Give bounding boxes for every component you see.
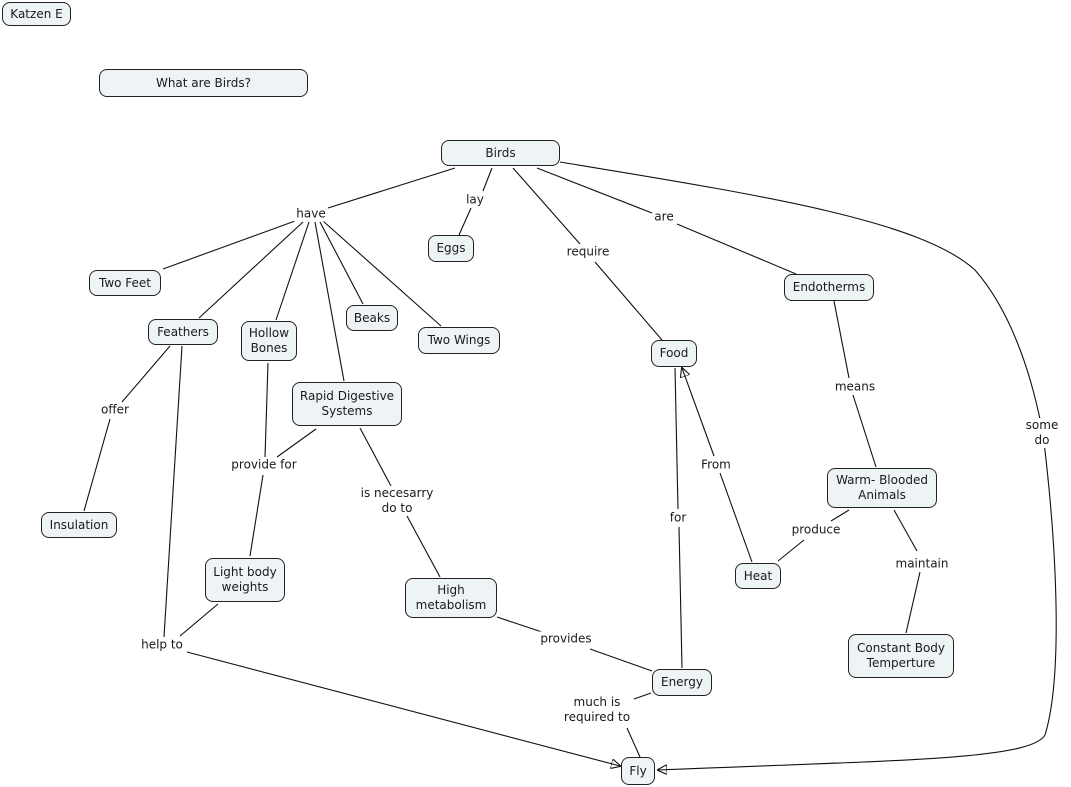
link-produce: produce — [789, 522, 843, 538]
line-means-warm — [852, 394, 877, 468]
link-are: are — [652, 209, 676, 225]
concept-food[interactable]: Food — [651, 340, 697, 367]
line-birds-lay — [482, 167, 493, 192]
concept-endotherms[interactable]: Endotherms — [784, 274, 874, 301]
concept-insulation[interactable]: Insulation — [41, 512, 117, 538]
link-have: have — [294, 206, 328, 222]
line-energy-for — [678, 526, 683, 669]
concept-warm-blooded[interactable]: Warm- Blooded Animals — [827, 468, 937, 508]
link-require: require — [564, 244, 612, 260]
line-birds-require — [512, 167, 581, 245]
line-have-feathers — [198, 221, 304, 319]
concept-eggs[interactable]: Eggs — [428, 235, 474, 262]
line-from-food — [682, 368, 715, 457]
map-title[interactable]: What are Birds? — [99, 69, 308, 97]
line-heat-from — [719, 472, 753, 563]
link-maintain: maintain — [893, 556, 951, 572]
link-is-necessary: is necesarry do to — [358, 486, 436, 516]
line-birds-are — [536, 167, 653, 214]
concept-feathers[interactable]: Feathers — [148, 319, 218, 345]
link-provides: provides — [538, 631, 594, 647]
line-produce-heat — [777, 539, 805, 562]
line-have-twofeet — [162, 220, 296, 270]
line-hollow-providefor — [264, 362, 269, 458]
concept-constant-body-temperature[interactable]: Constant Body Temperture — [848, 634, 954, 678]
line-require-food — [594, 261, 663, 341]
line-have-rapid — [314, 221, 345, 382]
concept-rapid-digestive[interactable]: Rapid Digestive Systems — [292, 382, 402, 426]
link-lay: lay — [464, 192, 486, 208]
link-help-to: help to — [139, 637, 185, 653]
concept-light-body-weights[interactable]: Light body weights — [205, 558, 285, 602]
line-helpto-fly — [186, 651, 620, 766]
line-rapid-providefor — [276, 428, 317, 458]
line-required-fly — [626, 727, 641, 758]
concept-birds[interactable]: Birds — [441, 140, 560, 166]
line-lay-eggs — [458, 207, 472, 236]
line-warm-produce — [830, 509, 850, 522]
link-offer: offer — [99, 402, 131, 418]
line-necessary-metabolism — [406, 515, 441, 578]
concept-high-metabolism[interactable]: High metabolism — [405, 578, 497, 618]
line-have-hollow — [275, 221, 310, 321]
line-offer-insulation — [83, 418, 111, 512]
concept-two-wings[interactable]: Two Wings — [418, 327, 500, 354]
concept-fly[interactable]: Fly — [621, 757, 655, 785]
line-provides-energy — [589, 648, 653, 672]
concept-heat[interactable]: Heat — [735, 563, 781, 589]
line-providefor-light — [249, 474, 264, 557]
link-provide-for: provide for — [229, 457, 299, 473]
line-warm-maintain — [893, 509, 918, 552]
author-box[interactable]: Katzen E — [2, 2, 71, 26]
line-energy-required — [633, 692, 652, 700]
line-metabolism-provides — [496, 616, 543, 633]
line-endotherms-means — [833, 300, 850, 379]
line-feathers-offer — [121, 345, 171, 403]
line-are-endotherms — [676, 223, 797, 275]
line-rapid-necessary — [359, 427, 392, 487]
line-feathers-helpto — [163, 345, 183, 638]
link-for: for — [667, 510, 689, 526]
link-much-is-required: much is required to — [561, 695, 633, 725]
link-some-do: some do — [1023, 418, 1061, 448]
line-have-beaks — [319, 221, 364, 305]
link-means: means — [832, 379, 878, 395]
line-for-food — [674, 367, 679, 510]
line-light-helpto — [179, 603, 219, 637]
concept-hollow-bones[interactable]: Hollow Bones — [241, 321, 297, 361]
concept-energy[interactable]: Energy — [652, 669, 712, 696]
line-have-wings — [322, 220, 442, 327]
concept-beaks[interactable]: Beaks — [346, 305, 398, 331]
line-birds-somedo — [559, 161, 1042, 425]
concept-two-feet[interactable]: Two Feet — [89, 270, 161, 296]
line-birds-have — [327, 167, 456, 209]
line-maintain-constant — [905, 571, 921, 634]
link-from: From — [699, 457, 733, 473]
line-somedo-fly — [658, 441, 1057, 770]
